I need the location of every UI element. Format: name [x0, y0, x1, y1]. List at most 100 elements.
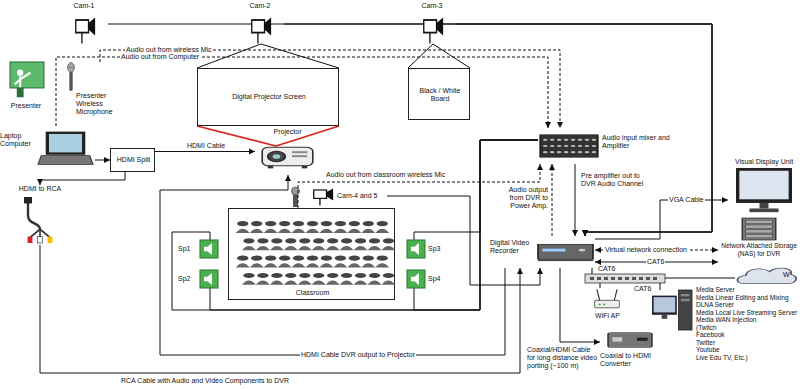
icon-part [268, 166, 274, 169]
text-column: Coaxial to HDMI Converter [600, 352, 675, 368]
icon-part [321, 256, 332, 261]
icon-part [585, 145, 590, 147]
connector-label: HDMI Cable [186, 142, 226, 150]
icon-part [49, 134, 82, 152]
connector-label: Coaxial/HDMI Cable for long distance vid… [526, 346, 600, 370]
media-server-icon [652, 290, 692, 330]
icon-part [543, 139, 548, 141]
arrow-head [549, 164, 555, 170]
icon-part [612, 337, 622, 341]
icon-part [307, 221, 318, 226]
text-column: Sp3 [428, 245, 447, 253]
node-label: HDMI Split [113, 156, 154, 164]
node-label: Sp2 [178, 275, 198, 283]
node-label: WiFi AP [585, 312, 630, 320]
icon-part [89, 18, 96, 36]
node-label: Sp3 [428, 245, 447, 253]
icon-part [355, 273, 366, 278]
connector-label: VGA Cable [668, 196, 705, 204]
connector-label: HDMI Cable DVR output to Projector [300, 351, 416, 359]
node-label: (Twitch [696, 324, 800, 332]
arrow-head [722, 197, 728, 203]
icon-part [242, 281, 256, 285]
hdmi-rca-adapter-icon [20, 197, 60, 243]
text-column: Media ServerMedia Linear Editing and Mix… [696, 286, 800, 361]
connector-line [100, 50, 560, 128]
connector-label: Audio out from classroom wireless Mic [325, 171, 446, 179]
icon-part [313, 238, 324, 243]
connector-label: RCA Cable with Audio and Video Component… [120, 377, 290, 385]
connector-line [108, 24, 712, 236]
icon-part [265, 256, 276, 261]
icon-part [737, 268, 796, 284]
text-column: Sp2 [178, 275, 198, 283]
icon-part [236, 229, 250, 233]
icon-part [312, 281, 326, 285]
icon-part [319, 198, 320, 205]
icon-part [361, 229, 375, 233]
connector [456, 24, 712, 236]
icon-part [369, 238, 380, 243]
icon-part [333, 229, 347, 233]
icon-part [262, 147, 313, 165]
arrow-head [537, 268, 543, 274]
node-label: W [783, 271, 797, 279]
camera: Cam-4 and 5 [312, 186, 387, 206]
icon-part [407, 270, 425, 288]
icon-part [375, 263, 389, 267]
icon-part [347, 229, 361, 233]
text-column: Presenter Wireless Microphone [76, 92, 117, 116]
icon-part [355, 238, 366, 243]
icon-part [369, 273, 380, 278]
connector-label: Audio output from DVR to Power Amp. [497, 186, 549, 210]
connector-line [172, 140, 538, 310]
node-label: Cam-4 and 5 [337, 192, 387, 200]
icon-part [68, 67, 73, 68]
text-column: Sp1 [178, 245, 198, 253]
icon-part [363, 221, 374, 226]
camera: Cam-3 [408, 2, 456, 46]
connector [108, 24, 712, 236]
arrow-head [595, 247, 601, 253]
icon-part [204, 243, 212, 255]
network-switch [585, 274, 665, 283]
icon-part [312, 246, 326, 250]
laptop: Laptop Computer [0, 126, 95, 174]
arrow-head [594, 339, 600, 345]
node-label: Network Attached Storage (NAS) for DVR [718, 242, 800, 257]
node-label: Facebook [696, 331, 800, 339]
text-column: Sp4 [428, 275, 447, 283]
icon-part [407, 240, 425, 258]
classroom-icon [235, 215, 390, 287]
connector [560, 268, 600, 345]
icon-part [681, 299, 690, 301]
text-column: Black / White Board [411, 87, 469, 103]
icon-part [411, 273, 419, 285]
text-column: HDMI Split [113, 156, 154, 164]
icon-part [564, 151, 569, 153]
icon-part [81, 33, 82, 44]
icon-part [321, 221, 332, 226]
connector [56, 57, 551, 128]
icon-part [335, 221, 346, 226]
icon-part [264, 229, 278, 233]
icon-part [293, 256, 304, 261]
icon-part [69, 71, 72, 91]
icon-part [540, 135, 598, 157]
icon-part [299, 273, 310, 278]
text-column: Classroom [229, 289, 396, 297]
icon-part [38, 156, 93, 165]
icon-part [592, 151, 597, 153]
icon-part [363, 256, 374, 261]
icon-part [681, 294, 690, 296]
text-column: Digital Projector Screen [198, 93, 340, 101]
icon-part [437, 18, 444, 36]
connector-line [456, 24, 712, 236]
icon-part [243, 273, 254, 278]
icon-part [284, 246, 298, 250]
icon-part [271, 238, 282, 243]
icon-part [28, 201, 40, 230]
connector-label: Pre amplifier out to DVR Audio Channel [580, 172, 654, 188]
icon-part [307, 256, 318, 261]
node-label: Classroom [229, 289, 396, 297]
